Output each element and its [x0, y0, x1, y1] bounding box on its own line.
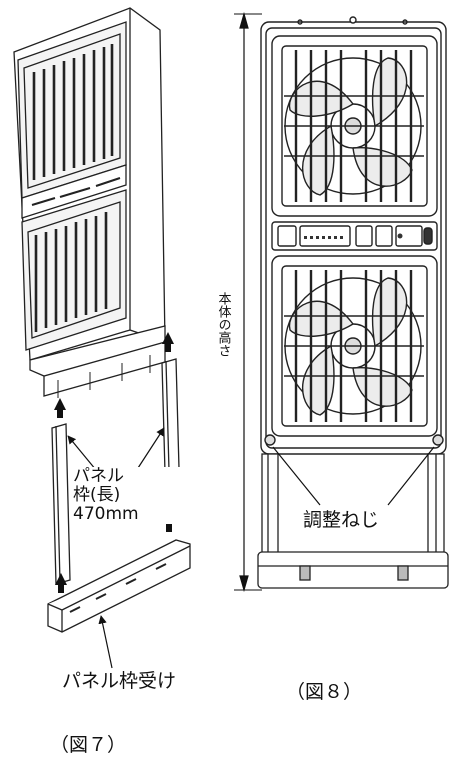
panel-frames-fig8 — [261, 453, 445, 555]
panel-frame-label: パネル 枠(長) 470mm — [73, 466, 183, 525]
figure8-caption: （図８） — [286, 681, 363, 703]
panel-frame-receiver — [47, 539, 191, 633]
figure7-caption: （図７） — [50, 734, 127, 756]
base-fig8 — [257, 551, 449, 589]
unit-fig8 — [260, 16, 447, 455]
leader-lines-fig8 — [272, 446, 435, 506]
panel-frame-label-line3: 470mm — [73, 504, 139, 525]
panel-frame-label-line2: 枠(長) — [73, 485, 121, 506]
panel-frame-receiver-label: パネル枠受け — [62, 670, 177, 692]
adjust-screw-label: 調整ねじ — [300, 509, 383, 532]
body-height-label: 本体の高さ — [215, 290, 231, 359]
panel-frame-left — [51, 423, 71, 585]
leader-lines-fig7 — [67, 427, 165, 669]
panel-frame-label-line1: パネル — [73, 466, 124, 486]
unit-fig7 — [13, 7, 166, 398]
height-dimension — [234, 11, 262, 593]
